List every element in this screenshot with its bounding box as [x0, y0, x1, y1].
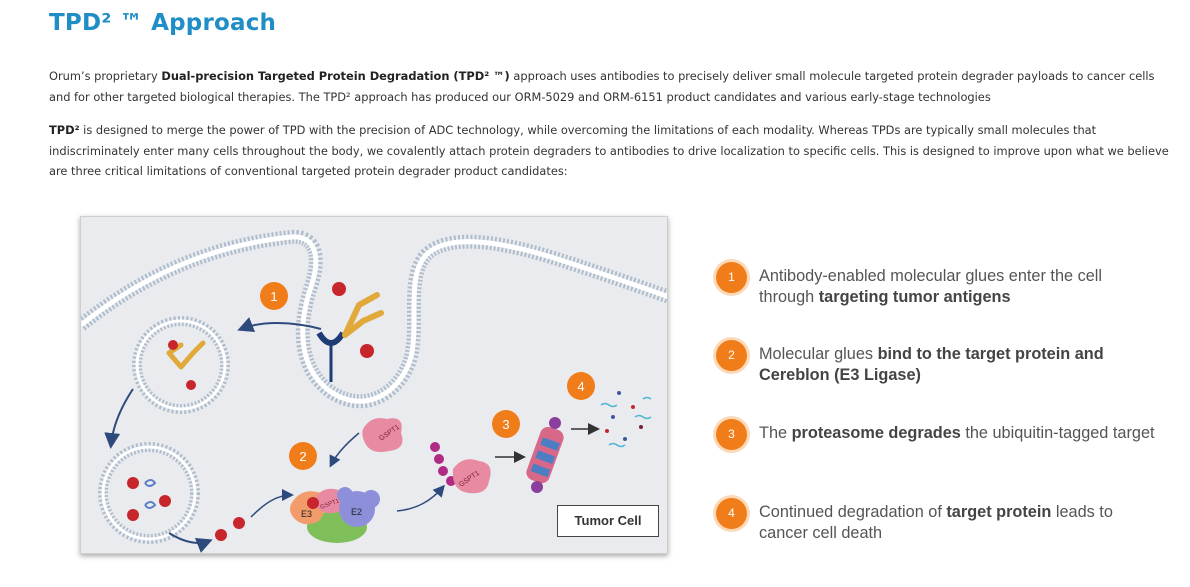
- design-text-bold: TPD²: [49, 123, 80, 137]
- step-text-part: Antibody-enabled molecular glues enter t…: [759, 267, 1103, 306]
- step-text-part: the ubiquitin-tagged target: [960, 424, 1155, 442]
- proteasome: [526, 417, 564, 493]
- endosome-late: [98, 442, 200, 544]
- intro-text-start: Orum’s proprietary: [49, 69, 162, 83]
- svg-text:1: 1: [270, 289, 277, 304]
- svg-text:3: 3: [502, 417, 509, 432]
- intro-paragraph: Orum’s proprietary Dual-precision Target…: [49, 66, 1174, 107]
- diagram-badge-1: 1: [260, 282, 288, 310]
- degraded-fragments: [600, 391, 652, 448]
- step-text-part: Continued degradation of: [759, 503, 947, 521]
- step-text-bold: bind to the target protein and Cereblon …: [759, 345, 1104, 384]
- step-text: Antibody-enabled molecular glues enter t…: [759, 266, 1159, 308]
- mechanism-illustration: GSPT1 E3 E2 GSPT1 GSPT1: [81, 229, 667, 553]
- step-text: The proteasome degrades the ubiquitin-ta…: [759, 423, 1159, 444]
- step-text-bold: proteasome degrades: [791, 424, 961, 442]
- svg-text:4: 4: [577, 379, 584, 394]
- step-badge: 2: [716, 340, 747, 371]
- step-text: Molecular glues bind to the target prote…: [759, 344, 1159, 386]
- endosome-early: [132, 316, 230, 414]
- step-text-part: leads to cancer cell death: [759, 503, 1113, 542]
- svg-text:2: 2: [299, 449, 306, 464]
- antibody-receptor: [316, 282, 384, 382]
- diagram-badge-2: 2: [289, 442, 317, 470]
- tumor-cell-label: Tumor Cell: [557, 505, 659, 537]
- intro-text-end: approach uses antibodies to precisely de…: [49, 69, 1155, 104]
- step-text-part: Molecular glues: [759, 345, 878, 363]
- step-text-part: The: [759, 424, 792, 442]
- step-text-bold: targeting tumor antigens: [818, 288, 1011, 306]
- diagram-badge-4: 4: [567, 372, 595, 400]
- diagram-badge-3: 3: [492, 410, 520, 438]
- svg-text:E2: E2: [351, 507, 362, 517]
- svg-text:E3: E3: [301, 509, 312, 519]
- design-paragraph: TPD² is designed to merge the power of T…: [49, 120, 1174, 182]
- step-badge: 1: [716, 262, 747, 293]
- mechanism-diagram: GSPT1 E3 E2 GSPT1 GSPT1: [80, 216, 668, 554]
- ubiquitinated-gspt1: GSPT1: [430, 442, 491, 494]
- step-text-bold: target protein: [946, 503, 1052, 521]
- design-text-body: is designed to merge the power of TPD wi…: [49, 123, 1169, 178]
- step-badge: 4: [716, 498, 747, 529]
- step-text: Continued degradation of target protein …: [759, 502, 1159, 544]
- intro-text-bold: Dual-precision Targeted Protein Degradat…: [161, 69, 510, 83]
- e3-ligase-complex: E3 E2 GSPT1: [290, 487, 380, 543]
- page-title: TPD² ™ Approach: [49, 10, 277, 36]
- step-badge: 3: [716, 419, 747, 450]
- gspt1-protein-free: GSPT1: [362, 418, 403, 452]
- cell-membrane: [81, 229, 667, 409]
